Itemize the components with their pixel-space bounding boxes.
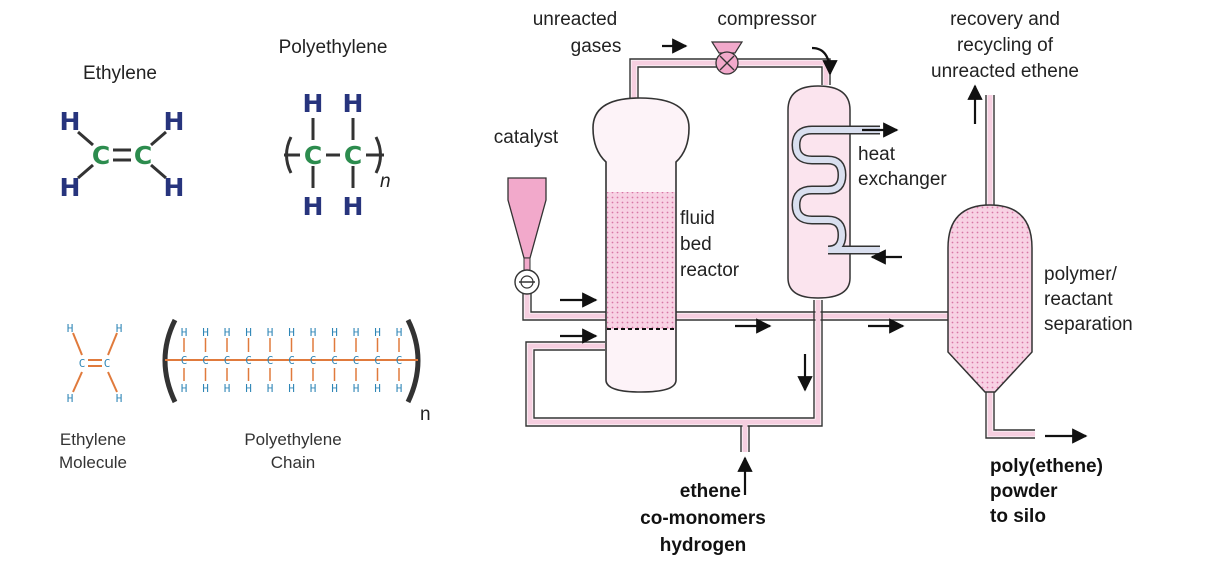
compressor-label: compressor [717, 9, 817, 30]
ethylene-molecule-small: H H C C H H Ethylene Molecule [59, 322, 127, 472]
chain-atom-h: H [224, 382, 231, 395]
chain-atoms: H C H H C H H C H H C H H C H H C H H C H H C H H C H H C H H C H [181, 326, 403, 395]
chain-atom-h: H [331, 382, 338, 395]
polyethylene-title: Polyethylene [279, 37, 388, 58]
catalyst-label: catalyst [494, 127, 559, 148]
atom-c: C [104, 357, 111, 370]
atom-h: H [343, 192, 364, 221]
polyethylene-chain: H C H H C H H C H H C H H C H H C H H C H H C H H C H H C H H C H n Poly… [162, 318, 431, 472]
atom-h: H [67, 392, 74, 405]
chain-atom-h: H [353, 326, 360, 339]
atom-c: C [92, 141, 110, 170]
recovery-label: unreacted ethene [931, 61, 1079, 82]
chain-atom-c: C [396, 354, 403, 367]
heat-exchanger-label: heat [858, 144, 896, 165]
chain-atom-h: H [353, 382, 360, 395]
product-label: powder [990, 481, 1058, 502]
chain-atom-h: H [245, 382, 252, 395]
chain-atom-h: H [288, 326, 295, 339]
chain-atom-h: H [202, 326, 209, 339]
chain-atom-c: C [331, 354, 338, 367]
repeat-n-label: n [420, 404, 431, 425]
chain-atom-h: H [374, 326, 381, 339]
recovery-label: recycling of [957, 35, 1054, 56]
atom-h: H [60, 173, 81, 202]
atom-c: C [79, 357, 86, 370]
chain-atom-h: H [202, 382, 209, 395]
atom-h: H [116, 392, 123, 405]
unreacted-gases-label: gases [571, 36, 622, 57]
product-label: to silo [990, 506, 1046, 527]
fluid-bed-reactor [592, 97, 690, 393]
chain-atom-c: C [374, 354, 381, 367]
atom-h: H [303, 89, 324, 118]
chain-atom-h: H [331, 326, 338, 339]
chain-atom-h: H [267, 326, 274, 339]
process-flow: unreacted gases compressor recovery and … [494, 9, 1133, 556]
chain-atom-c: C [245, 354, 252, 367]
chain-atom-c: C [267, 354, 274, 367]
ethylene-title: Ethylene [83, 63, 157, 84]
ethylene-structure: Ethylene H H H H C C [60, 63, 185, 202]
heat-exchanger [787, 85, 880, 299]
unreacted-gases-label: unreacted [533, 9, 618, 30]
feed-label: hydrogen [660, 535, 747, 556]
feed-label: ethene [680, 481, 741, 502]
ethylene-molecule-label: Molecule [59, 453, 127, 472]
reactor-label: reactor [680, 260, 740, 281]
chain-atom-h: H [396, 382, 403, 395]
heat-exchanger-label: exchanger [858, 169, 947, 190]
atom-h: H [164, 107, 185, 136]
chain-atom-c: C [310, 354, 317, 367]
separator-vessel [947, 204, 1033, 393]
chain-atom-h: H [224, 326, 231, 339]
chain-atom-c: C [224, 354, 231, 367]
atom-c: C [134, 141, 152, 170]
chain-atom-h: H [245, 326, 252, 339]
atom-h: H [116, 322, 123, 335]
recovery-label: recovery and [950, 9, 1060, 30]
reactor-label: fluid [680, 208, 715, 229]
chain-atom-h: H [374, 382, 381, 395]
reactor-label: bed [680, 234, 712, 255]
chain-atom-c: C [202, 354, 209, 367]
chain-atom-h: H [396, 326, 403, 339]
product-label: poly(ethene) [990, 456, 1103, 477]
repeat-n-label: n [380, 171, 391, 192]
atom-c: C [344, 141, 362, 170]
separation-label: separation [1044, 314, 1133, 335]
compressor [710, 41, 744, 75]
atom-h: H [67, 322, 74, 335]
atom-h: H [343, 89, 364, 118]
chain-atom-h: H [288, 382, 295, 395]
atom-h: H [60, 107, 81, 136]
flow-arrow [811, 46, 838, 76]
chain-atom-h: H [181, 382, 188, 395]
chain-atom-c: C [353, 354, 360, 367]
chain-atom-h: H [267, 382, 274, 395]
chain-atom-h: H [181, 326, 188, 339]
separation-label: polymer/ [1044, 264, 1118, 285]
ethylene-molecule-label: Ethylene [60, 430, 126, 449]
chain-atom-c: C [288, 354, 295, 367]
atom-h: H [303, 192, 324, 221]
chain-atom-h: H [310, 326, 317, 339]
polyethylene-structure: Polyethylene H H C C H H n [279, 37, 391, 221]
chain-atom-h: H [310, 382, 317, 395]
separation-label: reactant [1044, 289, 1113, 310]
chain-atom-c: C [181, 354, 188, 367]
polyethylene-chain-label: Chain [271, 453, 315, 472]
polyethylene-chain-label: Polyethylene [244, 430, 341, 449]
feed-label: co-monomers [640, 508, 766, 529]
atom-c: C [304, 141, 322, 170]
atom-h: H [164, 173, 185, 202]
catalyst-hopper [507, 177, 547, 295]
